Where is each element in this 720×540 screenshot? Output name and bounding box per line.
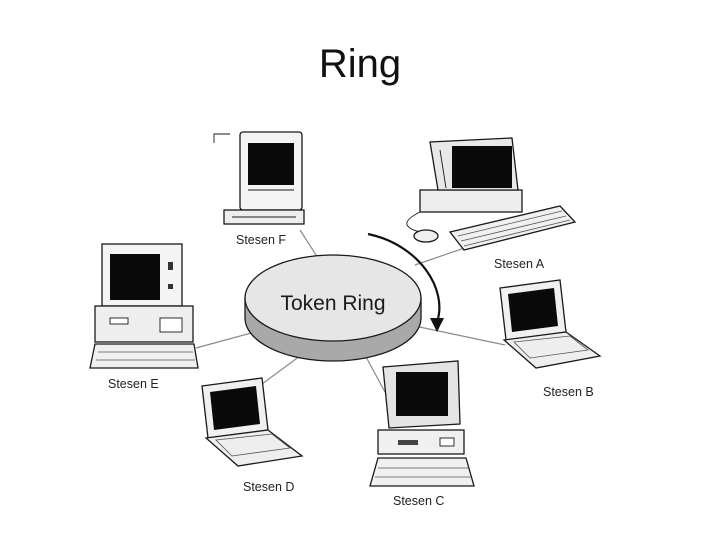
- station-d-label: Stesen D: [243, 480, 294, 494]
- station-c[interactable]: Stesen C: [369, 360, 475, 508]
- station-f-label: Stesen F: [236, 233, 286, 247]
- link-station-b: [409, 324, 506, 346]
- station-f[interactable]: Stesen F: [213, 131, 305, 247]
- station-c-label: Stesen C: [393, 494, 444, 508]
- laptop-icon: [499, 279, 602, 369]
- laptop-icon: [201, 377, 304, 467]
- curved-arrow-icon: [367, 232, 444, 332]
- mouse-icon: [406, 211, 439, 243]
- hub-label: Token Ring: [280, 292, 385, 315]
- station-b[interactable]: Stesen B: [499, 279, 602, 399]
- station-a-label: Stesen A: [494, 257, 545, 271]
- station-e-label: Stesen E: [108, 377, 159, 391]
- station-d[interactable]: Stesen D: [201, 377, 304, 494]
- token-ring-hub: Token Ring: [244, 254, 422, 362]
- desktop-monitor-icon: [369, 360, 475, 487]
- desktop-computer-icon: [419, 137, 523, 213]
- mac-desktop-icon: [213, 131, 305, 225]
- keyboard-icon: [448, 205, 577, 251]
- desktop-tower-icon: [89, 243, 199, 369]
- link-station-d: [261, 355, 301, 385]
- link-station-c: [364, 354, 386, 393]
- link-station-f: [299, 229, 319, 259]
- slide-title: Ring: [318, 42, 402, 86]
- station-b-label: Stesen B: [543, 385, 594, 399]
- station-e[interactable]: Stesen E: [89, 243, 199, 391]
- link-station-e: [195, 331, 256, 349]
- station-a[interactable]: Stesen A: [406, 137, 577, 271]
